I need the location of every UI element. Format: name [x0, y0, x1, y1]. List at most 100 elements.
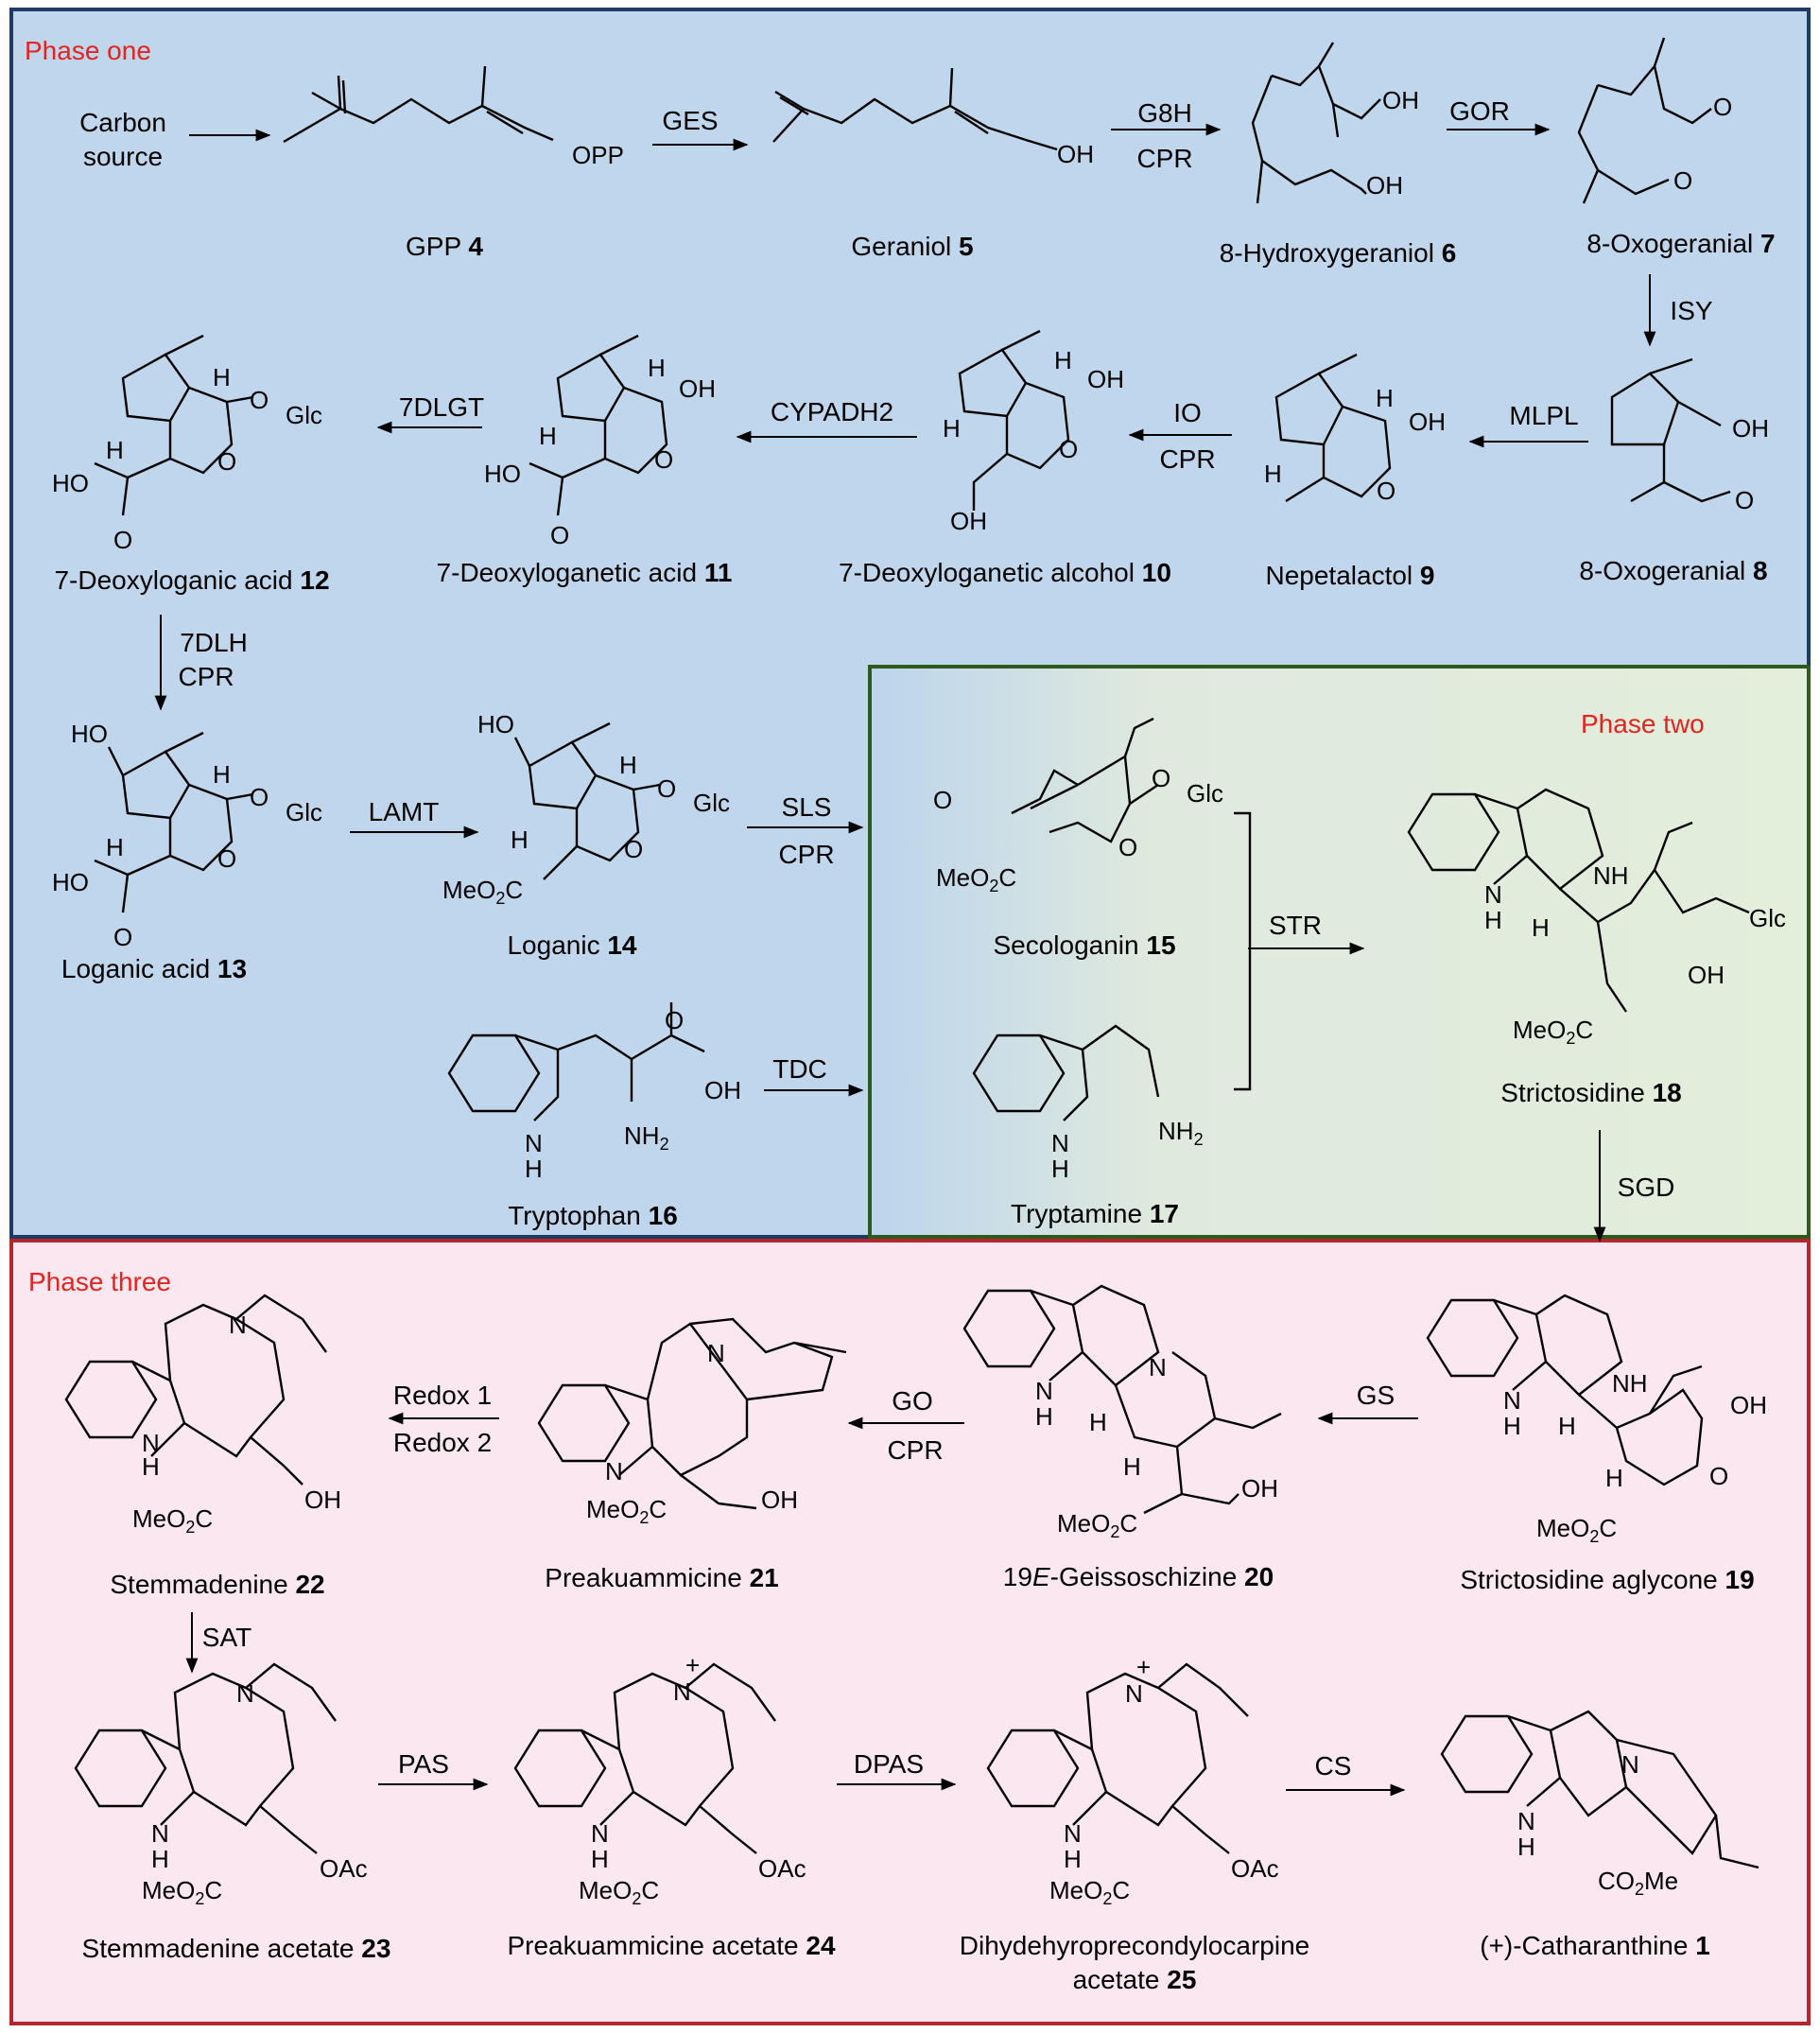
- carbon-source-line2: source: [82, 142, 164, 171]
- enzyme-7dlgt: 7DLGT: [398, 392, 485, 422]
- c18-oh: OH: [1688, 961, 1725, 989]
- c11-ho: HO: [484, 460, 521, 488]
- c16-nh-h: H: [525, 1155, 543, 1183]
- c19-meo2c: MeO2C: [1536, 1514, 1617, 1546]
- c12-h-1: H: [213, 363, 231, 391]
- c21-meo2c: MeO2C: [586, 1495, 667, 1527]
- structure-loganic-14: HO H H O Glc O MeO2C: [442, 710, 730, 908]
- c1-h: H: [1517, 1833, 1535, 1861]
- c18-h: H: [1532, 913, 1550, 942]
- compound-label-14: Loganic 14: [507, 930, 637, 960]
- c12-h-2: H: [106, 436, 124, 464]
- structure-8-oxogeranial-8: OH O: [1610, 357, 1769, 514]
- phase-two-panel: [868, 665, 1811, 1239]
- enzyme-mlpl: MLPL: [1509, 401, 1579, 430]
- phase-one-label: Phase one: [25, 36, 151, 65]
- c9-oh: OH: [1409, 408, 1446, 436]
- enzyme-cpr-5: CPR: [887, 1435, 944, 1465]
- c23-h: H: [151, 1845, 169, 1873]
- c15-o: O: [1152, 764, 1170, 792]
- c15-glc: Glc: [1187, 779, 1223, 808]
- structure-7-deoxyloganic-acid-12: H H O Glc O HO O: [52, 334, 322, 554]
- c17-nh2: NH2: [1158, 1117, 1204, 1149]
- compound-label-17: Tryptamine 17: [1011, 1199, 1179, 1228]
- c14-glc: Glc: [693, 789, 730, 817]
- c15-meo2c: MeO2C: [936, 863, 1016, 895]
- c22-n: N: [229, 1311, 247, 1339]
- c6-oh-2: OH: [1366, 171, 1403, 200]
- c18-meo2c: MeO2C: [1513, 1016, 1593, 1048]
- c10-h-2: H: [943, 414, 961, 443]
- c14-o-ring: O: [624, 835, 643, 863]
- enzyme-go: GO: [892, 1386, 933, 1416]
- c25-n: N: [1125, 1679, 1143, 1708]
- enzyme-sgd: SGD: [1617, 1173, 1675, 1202]
- compound-label-9: Nepetalactol 9: [1265, 561, 1435, 590]
- gpp-opp-label: OPP: [572, 141, 624, 169]
- c24-meo2c: MeO2C: [579, 1876, 659, 1908]
- enzyme-lamt: LAMT: [368, 797, 440, 826]
- structure-nepetalactol-9: H H OH O: [1264, 353, 1446, 505]
- enzyme-gor: GOR: [1449, 96, 1510, 126]
- structure-catharanthine-1: N N H CO2Me: [1440, 1710, 1759, 1899]
- enzyme-cpr-4: CPR: [778, 840, 835, 869]
- c23-meo2c: MeO2C: [142, 1876, 222, 1908]
- enzyme-cpr-3: CPR: [178, 662, 234, 691]
- structure-8-hydroxygeraniol-6: OH OH: [1251, 42, 1419, 204]
- c12-o: O: [250, 386, 269, 414]
- compound-label-10: 7-Deoxyloganetic alcohol 10: [839, 558, 1171, 587]
- c8-o: O: [1735, 486, 1754, 514]
- c13-ho: HO: [71, 720, 108, 748]
- enzyme-ges: GES: [662, 106, 719, 135]
- c24-n: N: [673, 1677, 691, 1706]
- c24-nh-n: N: [591, 1819, 609, 1848]
- c17-n: N: [1051, 1129, 1069, 1157]
- structure-stemmadenine-acetate-23: N N H OAc MeO2C: [74, 1662, 368, 1908]
- c19-o: O: [1709, 1462, 1728, 1490]
- c24-plus: +: [685, 1651, 700, 1679]
- c20-h-1: H: [1089, 1408, 1107, 1436]
- c7-o-1: O: [1713, 93, 1732, 121]
- structure-preakuammicine-21: N N OH MeO2C: [537, 1317, 847, 1527]
- c25-plus: +: [1136, 1653, 1151, 1681]
- c11-h-1: H: [648, 354, 666, 382]
- enzyme-str: STR: [1269, 911, 1322, 940]
- compound-label-11: 7-Deoxyloganetic acid 11: [436, 558, 733, 587]
- str-bracket: [1234, 811, 1252, 1091]
- c14-meo2c: MeO2C: [442, 876, 523, 908]
- compound-label-5: Geraniol 5: [851, 232, 974, 261]
- compound-label-12: 7-Deoxyloganic acid 12: [54, 565, 330, 595]
- c14-h-2: H: [511, 825, 529, 854]
- c14-o: O: [657, 774, 676, 803]
- c6-oh-1: OH: [1382, 86, 1419, 114]
- c17-nh-h: H: [1051, 1155, 1069, 1183]
- c14-h-1: H: [619, 751, 637, 779]
- compound-label-8: 8-Oxogeranial 8: [1579, 556, 1768, 585]
- c18-glc: Glc: [1749, 904, 1786, 932]
- c16-nh2: NH2: [624, 1121, 669, 1154]
- c21-oh: OH: [761, 1486, 798, 1514]
- enzyme-isy: ISY: [1670, 296, 1713, 325]
- structure-stemmadenine-22: N H N OH MeO2C: [64, 1294, 341, 1537]
- compound-label-20: 19E-Geissoschizine 20: [1002, 1562, 1274, 1591]
- compound-label-21: Preakuammicine 21: [545, 1563, 779, 1592]
- structure-dihydroprecondylocarpine-acetate-25: N + N H OAc MeO2C: [986, 1653, 1279, 1908]
- c19-oh: OH: [1730, 1391, 1767, 1419]
- c23-oac: OAc: [320, 1854, 368, 1883]
- c11-o-ring: O: [654, 445, 673, 474]
- c9-o: O: [1377, 477, 1395, 505]
- structure-strictosidine-aglycone-19: NH N H H H OH O MeO2C: [1426, 1294, 1767, 1546]
- c15-o-ring: O: [1118, 833, 1137, 861]
- geraniol-oh-label: OH: [1057, 140, 1094, 168]
- c16-oh: OH: [704, 1076, 741, 1104]
- enzyme-7dlh: 7DLH: [180, 628, 248, 657]
- c20-nh-n: N: [1035, 1377, 1053, 1405]
- enzyme-io: IO: [1173, 398, 1202, 427]
- c22-meo2c: MeO2C: [132, 1504, 213, 1537]
- c9-h-1: H: [1376, 384, 1394, 412]
- c18-n: N: [1484, 880, 1502, 909]
- c20-h-2: H: [1123, 1452, 1141, 1481]
- enzyme-redox-2: Redox 2: [392, 1428, 493, 1457]
- compound-label-19: Strictosidine aglycone 19: [1460, 1565, 1755, 1594]
